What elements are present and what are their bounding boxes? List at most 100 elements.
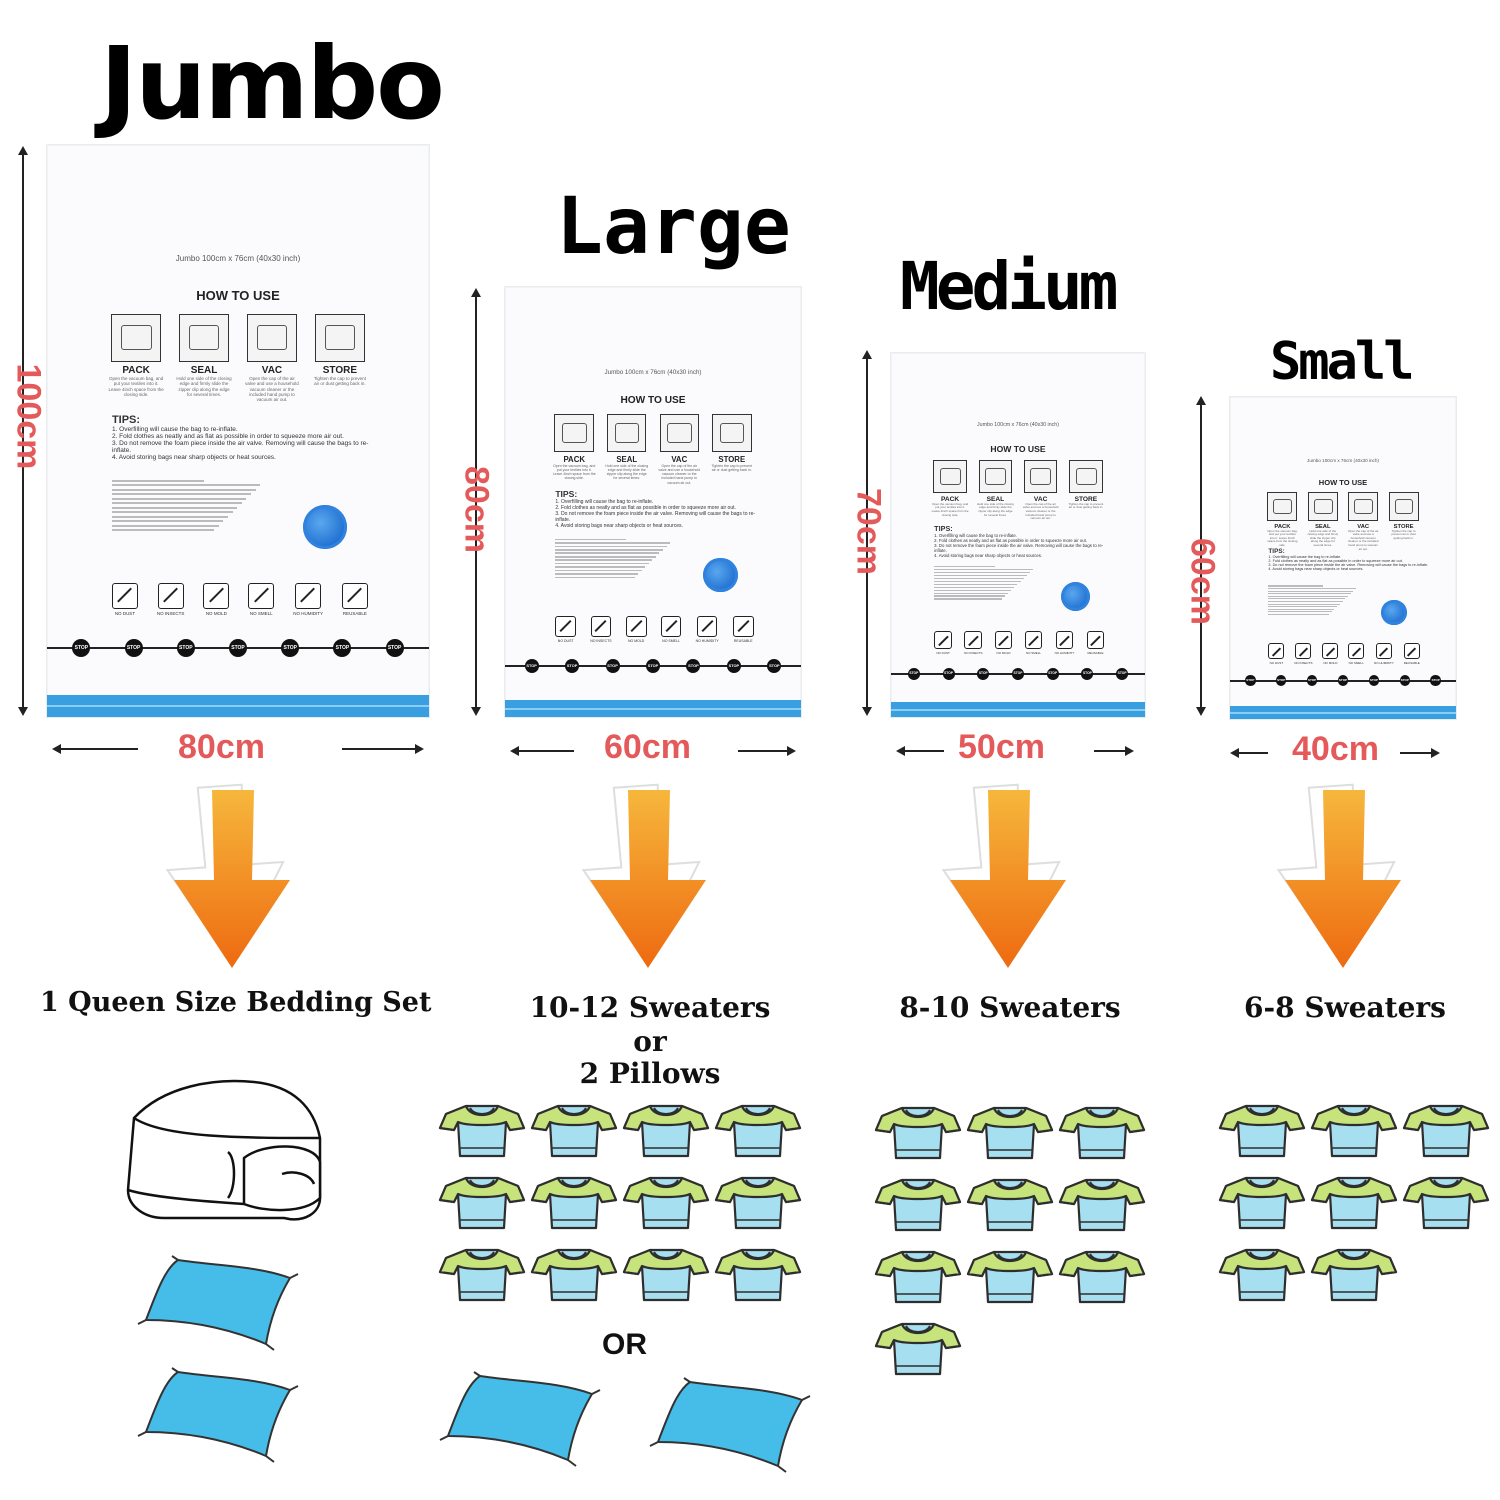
store-illustration-icon	[712, 413, 752, 452]
sweater-icon	[714, 1176, 802, 1230]
tip-line: 4. Avoid storing bags near sharp objects…	[555, 523, 683, 530]
down-arrows	[165, 783, 1401, 968]
step-description: Tighten the cap to prevent air or dust g…	[711, 463, 753, 472]
feature-icon-label: NO HUMIDITY	[695, 638, 719, 643]
sweater-icon	[438, 1248, 526, 1302]
tip-line: 1. Overfilling will cause the bag to re-…	[1268, 555, 1342, 560]
no-insects-badge: NO INSECTS	[964, 631, 982, 655]
stop-marker-icon: STOP	[281, 639, 300, 658]
capacity-large-line1: 10-12 Sweaters	[529, 991, 771, 1024]
no-humidity-icon	[1376, 643, 1392, 660]
reusable-badge: REUSABLE	[1404, 643, 1420, 665]
step-label: PACK	[122, 364, 150, 376]
step-label: PACK	[941, 495, 960, 503]
width-arrow-large-left	[510, 746, 574, 756]
stop-marker-icon: STOP	[1337, 675, 1349, 686]
feature-icon-label: NO SMELL	[1348, 661, 1364, 666]
store-illustration-icon	[1069, 460, 1103, 493]
feature-icon-label: NO MOLD	[996, 651, 1011, 656]
reusable-icon	[1086, 631, 1105, 650]
feature-icon-label: NO DUST	[1269, 661, 1284, 666]
sweater-icon	[1218, 1104, 1306, 1158]
store-illustration-icon	[314, 313, 365, 362]
step-description: Open the vacuum bag, and put your textil…	[552, 463, 596, 481]
width-arrow-small-left	[1230, 748, 1268, 758]
step-description: Tighten the cap to prevent air or dust g…	[313, 375, 366, 387]
feature-icon-label: NO SMELL	[1025, 651, 1042, 656]
capacity-large-line2: or	[633, 1025, 667, 1058]
how-to-use-heading: HOW TO USE	[620, 394, 686, 406]
pillow-icon	[439, 1371, 601, 1467]
tips-title: TIPS:	[111, 413, 141, 426]
sweater-icon	[874, 1106, 962, 1160]
height-arrow-medium	[862, 350, 872, 716]
sweater-icon	[874, 1322, 962, 1376]
no-insects-badge: NO INSECTS	[590, 615, 612, 643]
reusable-badge: REUSABLE	[732, 615, 754, 643]
zipper-strip	[505, 699, 801, 717]
sweater-icon	[1218, 1176, 1306, 1230]
reusable-icon	[341, 582, 368, 609]
no-dust-icon	[934, 631, 952, 650]
pack-illustration-icon	[111, 313, 162, 362]
feature-icon-label: NO MOLD	[205, 610, 227, 616]
no-mold-badge: NO MOLD	[994, 631, 1013, 656]
step-label: VAC	[1357, 523, 1370, 530]
fine-print-block	[934, 565, 1036, 601]
sweater-icon	[530, 1104, 618, 1158]
no-dust-icon	[555, 615, 577, 637]
feature-icon-label: NO HUMIDITY	[1054, 651, 1075, 656]
vacuum-bag-large: Jumbo 100cm x 76cm (40x30 inch)HOW TO US…	[504, 286, 802, 718]
stop-marker-icon: STOP	[1306, 675, 1318, 686]
down-arrow-icon	[1276, 783, 1401, 968]
stop-marker-icon: STOP	[385, 639, 404, 658]
step-description: Open the vacuum bag, and put your textil…	[931, 501, 969, 517]
sweater-icon	[530, 1176, 618, 1230]
tips-block: TIPS:1. Overfilling will cause the bag t…	[112, 414, 383, 461]
zipper-strip	[47, 695, 429, 717]
stop-marker-icon: STOP	[333, 639, 352, 658]
stop-marker-icon: STOP	[1081, 667, 1094, 680]
no-dust-badge: NO DUST	[1268, 643, 1285, 666]
step-description: Open the cap of the air valve and use a …	[1022, 501, 1059, 521]
stop-marker-icon: STOP	[229, 639, 247, 658]
reusable-icon	[1403, 643, 1420, 660]
no-insects-badge: NO INSECTS	[1294, 643, 1313, 665]
no-insects-badge: NO INSECTS	[157, 582, 184, 616]
feature-icon-label: NO INSECTS	[964, 651, 983, 656]
pack-illustration-icon	[1267, 491, 1298, 521]
stop-marker-icon: STOP	[977, 667, 990, 680]
tips-title: TIPS:	[1268, 548, 1285, 556]
feature-icon-label: REUSABLE	[1403, 661, 1420, 666]
no-smell-icon	[1024, 631, 1043, 650]
stop-marker-icon: STOP	[1012, 667, 1024, 680]
width-arrow-large-right	[738, 746, 796, 756]
step-label: VAC	[261, 364, 283, 376]
stop-marker-icon: STOP	[1116, 667, 1129, 680]
sweater-icon	[622, 1176, 710, 1230]
sweater-icon	[1402, 1104, 1490, 1158]
tip-line: 4. Avoid storing bags near sharp objects…	[111, 453, 276, 461]
sweater-icon	[1058, 1178, 1146, 1232]
how-to-use-heading: HOW TO USE	[1318, 477, 1368, 487]
stop-marker-icon: STOP	[686, 658, 701, 673]
no-mold-icon	[994, 631, 1013, 650]
fine-print-block	[555, 538, 673, 581]
bag-dimension-text: Jumbo 100cm x 76cm (40x30 inch)	[1307, 458, 1379, 464]
size-title-large: Large	[556, 182, 791, 272]
step-description: Open the cap of the air valve and use a …	[245, 375, 299, 403]
width-arrow-jumbo-right	[342, 744, 424, 754]
stop-marker-icon: STOP	[605, 658, 620, 673]
reusable-icon	[732, 615, 754, 637]
